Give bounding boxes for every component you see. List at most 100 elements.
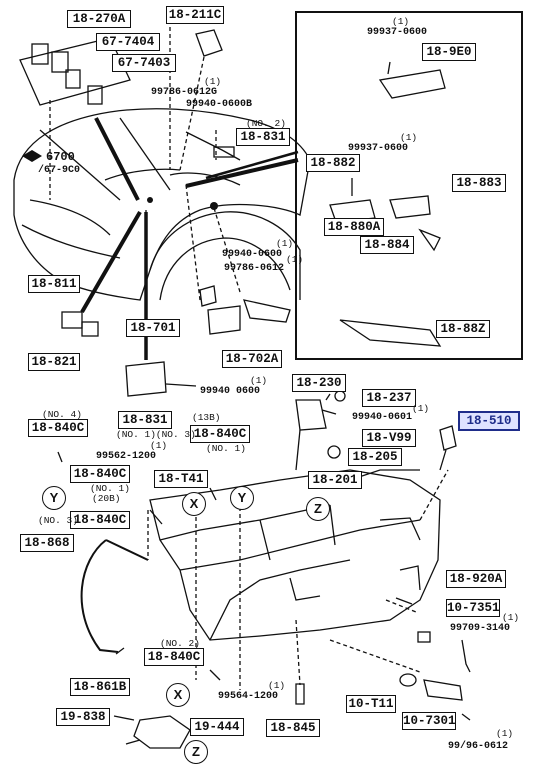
sensor-7301	[423, 679, 463, 701]
qty-note: (1)	[150, 440, 168, 451]
marker-Z: Z	[184, 740, 208, 764]
note-20B: (20B)	[92, 493, 121, 504]
callout-18-201[interactable]: 18-201	[308, 471, 362, 489]
qty-note: (1)	[502, 612, 520, 623]
callout-18-883[interactable]: 18-883	[452, 174, 506, 192]
callout-18-840C-no3[interactable]: 18-840C	[70, 511, 130, 529]
marker-Y: Y	[42, 486, 66, 510]
callout-18-270A[interactable]: 18-270A	[67, 10, 131, 28]
qty-note: (1)	[286, 254, 304, 265]
callout-18-880A[interactable]: 18-880A	[324, 218, 384, 236]
callout-18-840C-no1[interactable]: 18-840C	[70, 465, 130, 483]
relay-821	[81, 321, 99, 337]
part-99940-0600-b: 99940 0600	[200, 386, 261, 397]
callout-19-838[interactable]: 19-838	[56, 708, 110, 726]
qty-note: (1)	[268, 680, 286, 691]
part-99786-0612G: 99786-0612G	[151, 87, 218, 98]
bracket-884	[418, 228, 441, 252]
bracket-702a	[243, 299, 291, 323]
ref-6700: 6700	[46, 150, 75, 164]
part-99564-1200: 99564-1200	[218, 691, 279, 702]
note-no4: (NO. 4)	[42, 409, 82, 420]
relay-1	[31, 43, 49, 65]
note-no2b: (NO. 2)	[160, 638, 200, 649]
qty-note: (1)	[412, 403, 430, 414]
callout-18-868[interactable]: 18-868	[20, 534, 74, 552]
part-99940-0600B: 99940-0600B	[186, 99, 253, 110]
callout-18-702A[interactable]: 18-702A	[222, 350, 282, 368]
callout-18-920A[interactable]: 18-920A	[446, 570, 506, 588]
part-99796-0612: 99/96-0612	[448, 741, 509, 752]
qty-note: (1)	[204, 76, 222, 87]
callout-18-230[interactable]: 18-230	[292, 374, 346, 392]
callout-10-T11[interactable]: 10-T11	[346, 695, 396, 713]
callout-18-831-top[interactable]: 18-831	[236, 128, 290, 146]
note-13B: (13B)	[192, 412, 221, 423]
ecu-box	[195, 29, 223, 57]
part-99786-0612: 99786-0612	[224, 263, 285, 274]
callout-18-840C-13B[interactable]: 18-840C	[190, 425, 250, 443]
callout-18-845[interactable]: 18-845	[266, 719, 320, 737]
callout-18-840C-no4[interactable]: 18-840C	[28, 419, 88, 437]
qty-note: (1)	[392, 16, 410, 27]
qty-note: (1)	[496, 728, 514, 739]
callout-18-V99[interactable]: 18-V99	[362, 429, 416, 447]
callout-18-882[interactable]: 18-882	[306, 154, 360, 172]
callout-18-840C-no2[interactable]: 18-840C	[144, 648, 204, 666]
relay-3	[65, 69, 81, 89]
ecu-701	[207, 305, 241, 335]
callout-18-831-low[interactable]: 18-831	[118, 411, 172, 429]
callout-18-861B[interactable]: 18-861B	[70, 678, 130, 696]
harness-444	[133, 715, 191, 749]
callout-18-701[interactable]: 18-701	[126, 319, 180, 337]
note-no1: (NO. 1)	[206, 443, 246, 454]
callout-18-211C[interactable]: 18-211C	[166, 6, 224, 24]
note-no1-20B: (NO. 1)	[90, 483, 130, 494]
sensor-230	[295, 399, 327, 431]
part-99937-0600-mid: 99937-0600	[348, 143, 409, 154]
callout-18-T41[interactable]: 18-T41	[154, 470, 208, 488]
relay-block	[19, 37, 131, 106]
relay-4	[87, 85, 103, 105]
part-99709-3140: 99709-3140	[450, 623, 511, 634]
callout-19-444[interactable]: 19-444	[190, 718, 244, 736]
marker-Y: Y	[230, 486, 254, 510]
part-99937-0600-top: 99937-0600	[367, 27, 428, 38]
callout-18-510-selected[interactable]: 18-510	[458, 411, 520, 431]
callout-18-9E0[interactable]: 18-9E0	[422, 43, 476, 61]
relay-2	[51, 51, 69, 73]
bracket-88z	[339, 319, 442, 347]
marker-X: X	[182, 492, 206, 516]
part-99940-0600-a: 99940-0600	[222, 249, 283, 260]
part-99562-1200: 99562-1200	[96, 451, 157, 462]
callout-67-7403[interactable]: 67-7403	[112, 54, 176, 72]
note-no2: (NO. 2)	[246, 118, 286, 129]
relay-811	[61, 311, 83, 329]
note-no1-no3: (NO. 1)(NO. 3)	[116, 429, 196, 440]
coil-831	[125, 361, 167, 397]
note-no3: (NO. 3)	[38, 515, 78, 526]
callout-10-7351[interactable]: 10-7351	[446, 599, 500, 617]
callout-18-811[interactable]: 18-811	[28, 275, 80, 293]
qty-note: (1)	[276, 238, 294, 249]
bracket-9e0	[378, 69, 446, 99]
ref-67-9C0: /67-9C0	[38, 165, 81, 176]
ref-arrow-icon	[22, 150, 42, 162]
callout-10-7301[interactable]: 10-7301	[402, 712, 456, 730]
qty-note: (1)	[400, 132, 418, 143]
marker-X: X	[166, 683, 190, 707]
callout-18-205[interactable]: 18-205	[348, 448, 402, 466]
bracket-883	[389, 195, 431, 219]
qty-note: (1)	[250, 375, 268, 386]
marker-Z: Z	[306, 497, 330, 521]
callout-18-237[interactable]: 18-237	[362, 389, 416, 407]
callout-18-884[interactable]: 18-884	[360, 236, 414, 254]
sensor-510	[439, 425, 457, 451]
part-99940-0601: 99940-0601	[352, 412, 413, 423]
callout-18-821[interactable]: 18-821	[28, 353, 80, 371]
callout-67-7404[interactable]: 67-7404	[96, 33, 160, 51]
inset-frame	[295, 11, 523, 360]
callout-18-88Z[interactable]: 18-88Z	[436, 320, 490, 338]
